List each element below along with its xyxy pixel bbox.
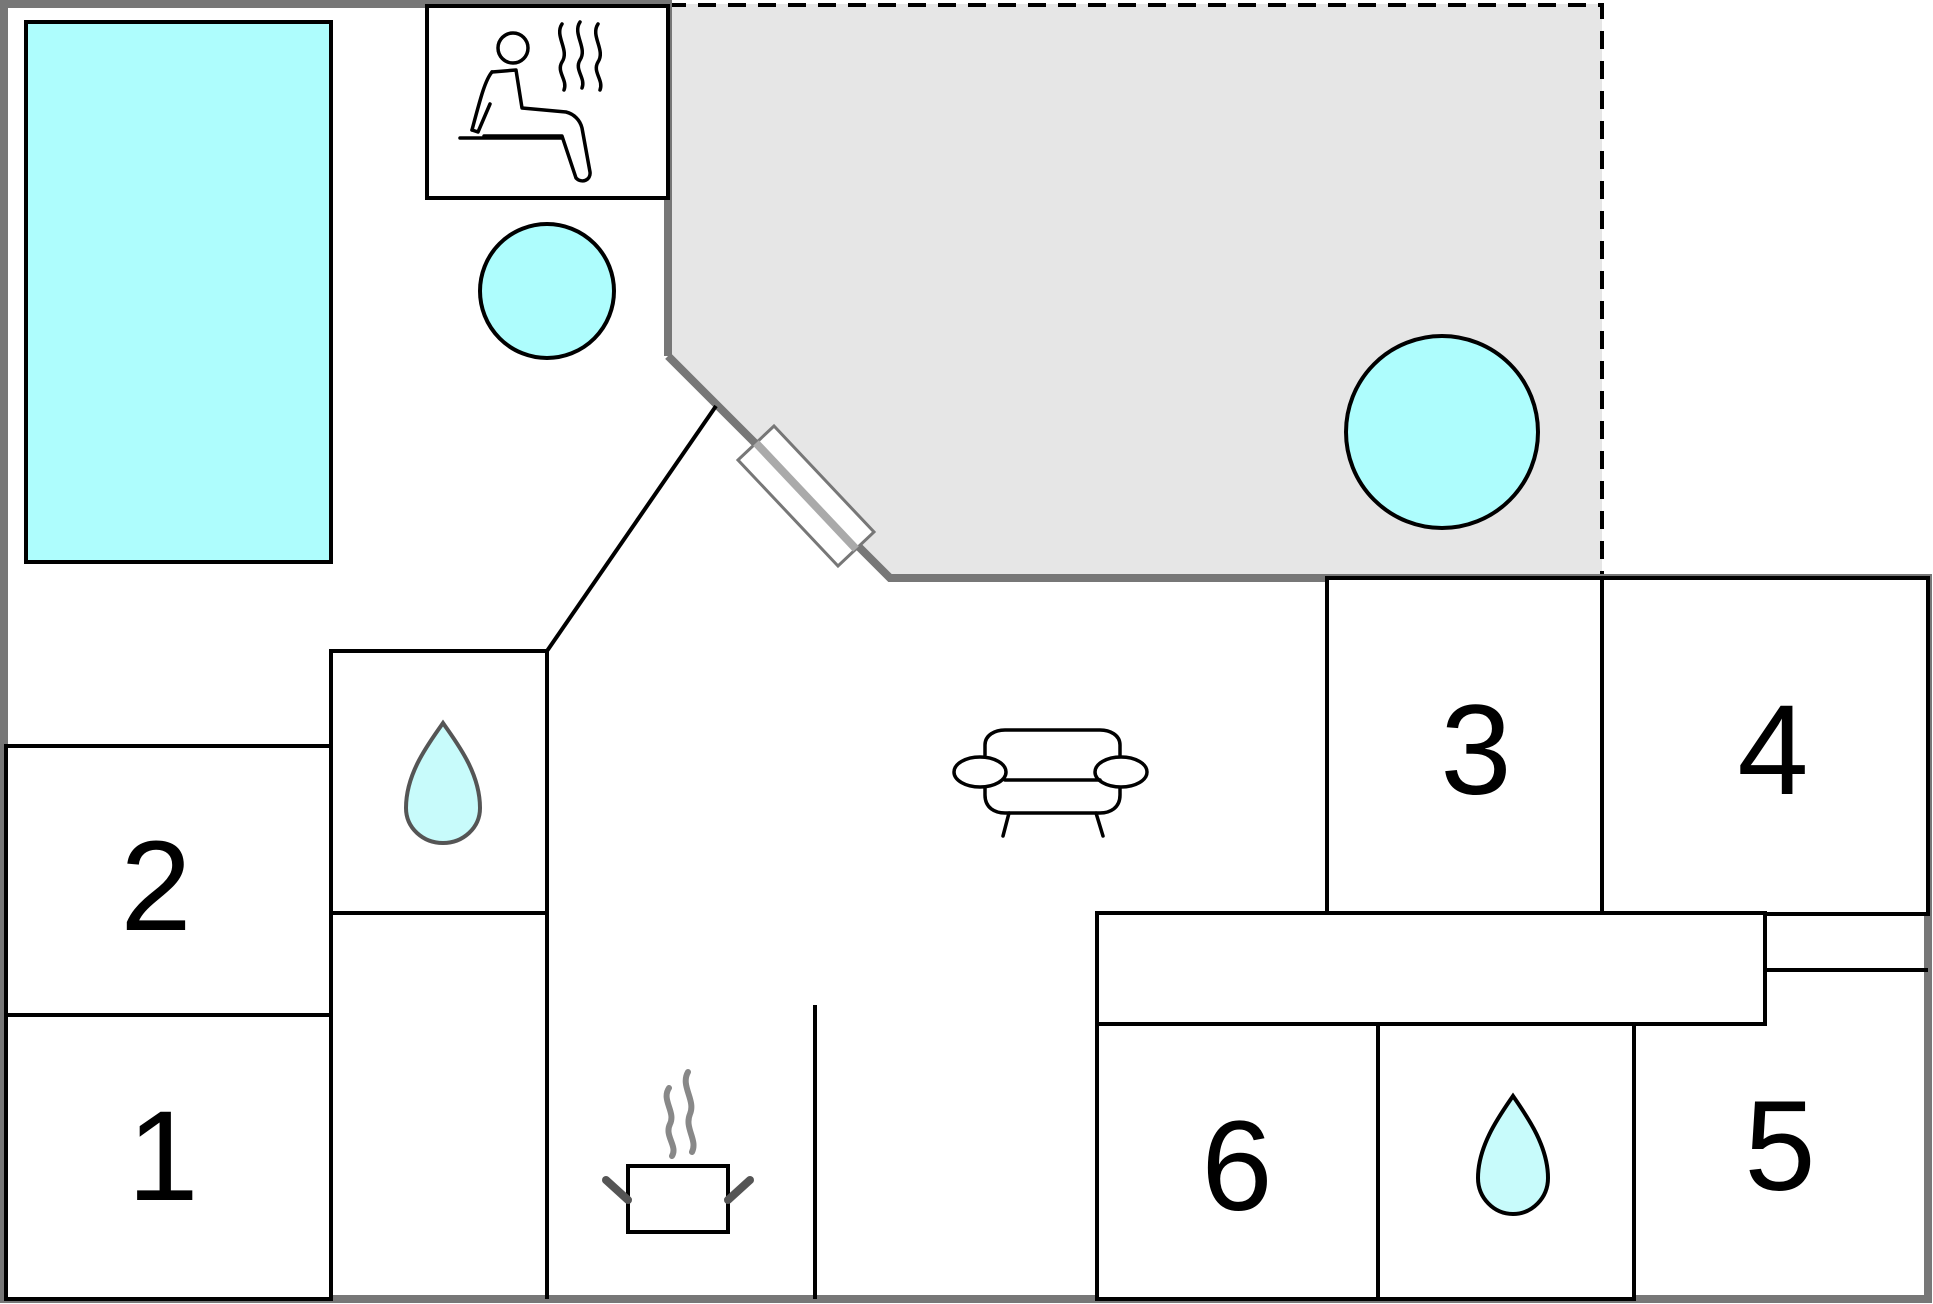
room-1-label: 1 xyxy=(127,1085,198,1228)
bathroom-1 xyxy=(329,649,549,915)
room-5-label: 5 xyxy=(1744,1075,1815,1218)
room-1 xyxy=(4,1013,333,1301)
hot-tub-small xyxy=(478,222,616,360)
room-2-label: 2 xyxy=(120,815,191,958)
room-4-label: 4 xyxy=(1737,679,1808,822)
terrace-dashed-boundary xyxy=(668,3,1604,578)
room-4 xyxy=(1600,576,1930,916)
wall-diagonal-entry xyxy=(545,404,718,653)
sliding-door xyxy=(735,423,877,569)
room-3-label: 3 xyxy=(1440,679,1511,822)
water-drop-icon xyxy=(403,719,483,846)
sauna-icon xyxy=(458,20,603,183)
cooking-pot-icon xyxy=(602,1069,754,1234)
sauna-room xyxy=(425,4,670,200)
hot-tub-large xyxy=(1344,334,1540,530)
bathroom-2 xyxy=(1376,1022,1636,1301)
swimming-pool xyxy=(24,20,333,564)
water-drop-icon xyxy=(1475,1092,1551,1217)
corridor xyxy=(1095,911,1767,1026)
sofa-icon xyxy=(952,728,1149,838)
room-6 xyxy=(1095,1022,1380,1301)
room-6-label: 6 xyxy=(1201,1095,1272,1238)
room-2 xyxy=(4,744,333,1017)
